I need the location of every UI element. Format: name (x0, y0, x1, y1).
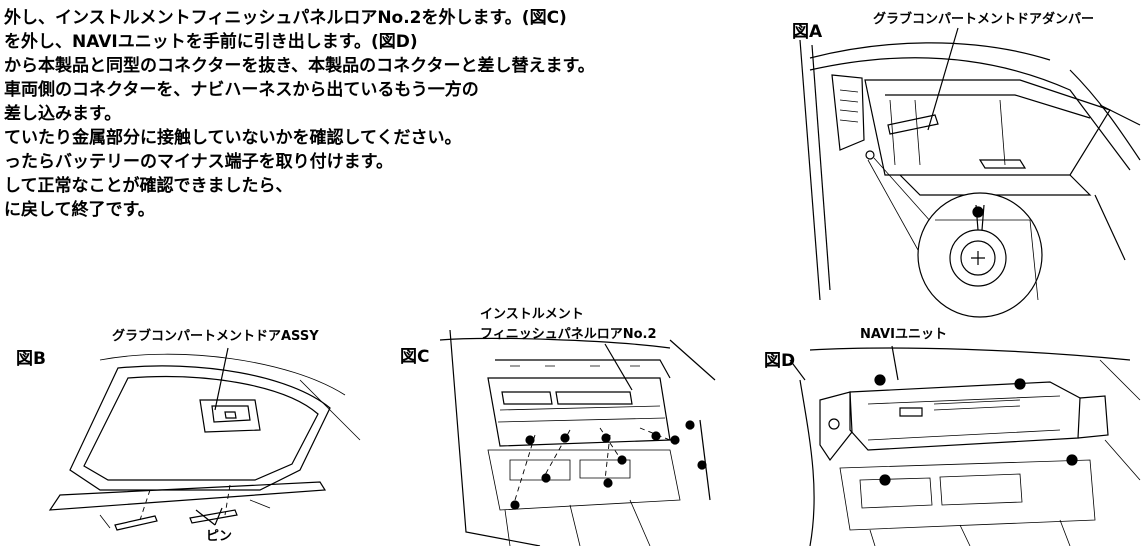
instruction-line-6: ていたり金属部分に接触していないかを確認してください。 (4, 128, 462, 148)
figure-a-label: 図A (792, 22, 823, 42)
figure-c-callout-line1: インストルメント (480, 307, 584, 322)
figure-d-label: 図D (764, 351, 796, 371)
figure-b-callout: グラブコンパートメントドアASSY (112, 329, 319, 344)
figure-c-label: 図C (400, 347, 430, 367)
instruction-line-2: を外し、NAVIユニットを手前に引き出します。(図D) (4, 32, 418, 52)
figure-c-illustration (439, 329, 716, 546)
figure-a-illustration (799, 27, 1141, 318)
figure-b: 図B グラブコンパートメントドアASSY ピン (0, 320, 370, 546)
figure-d: 図D NAVIユニット (760, 320, 1146, 546)
instruction-line-9: に戻して終了です。 (4, 200, 155, 220)
figure-a: 図A グラブコンパートメントドアダンパー (770, 0, 1146, 320)
figure-b-label: 図B (16, 349, 46, 369)
figure-b-illustration (48, 347, 361, 531)
instruction-line-7: ったらバッテリーのマイナス端子を取り付けます。 (4, 152, 393, 172)
figure-a-callout: グラブコンパートメントドアダンパー (873, 12, 1095, 27)
figure-d-illustration (789, 345, 1141, 546)
figure-d-callout: NAVIユニット (860, 327, 947, 342)
instruction-line-4: 車両側のコネクターを、ナビハーネスから出ているもう一方の (4, 80, 479, 100)
instruction-line-8: して正常なことが確認できましたら、 (4, 176, 293, 196)
figure-c: 図C インストルメント フィニッシュパネルロアNo.2 (370, 300, 750, 546)
instruction-line-5: 差し込みます。 (4, 104, 122, 124)
figure-b-pin-label: ピン (206, 529, 233, 544)
instruction-line-3: から本製品と同型のコネクターを抜き、本製品のコネクターと差し替えます。 (4, 56, 595, 76)
instruction-line-1: 外し、インストルメントフィニッシュパネルロアNo.2を外します。(図C) (4, 8, 567, 28)
